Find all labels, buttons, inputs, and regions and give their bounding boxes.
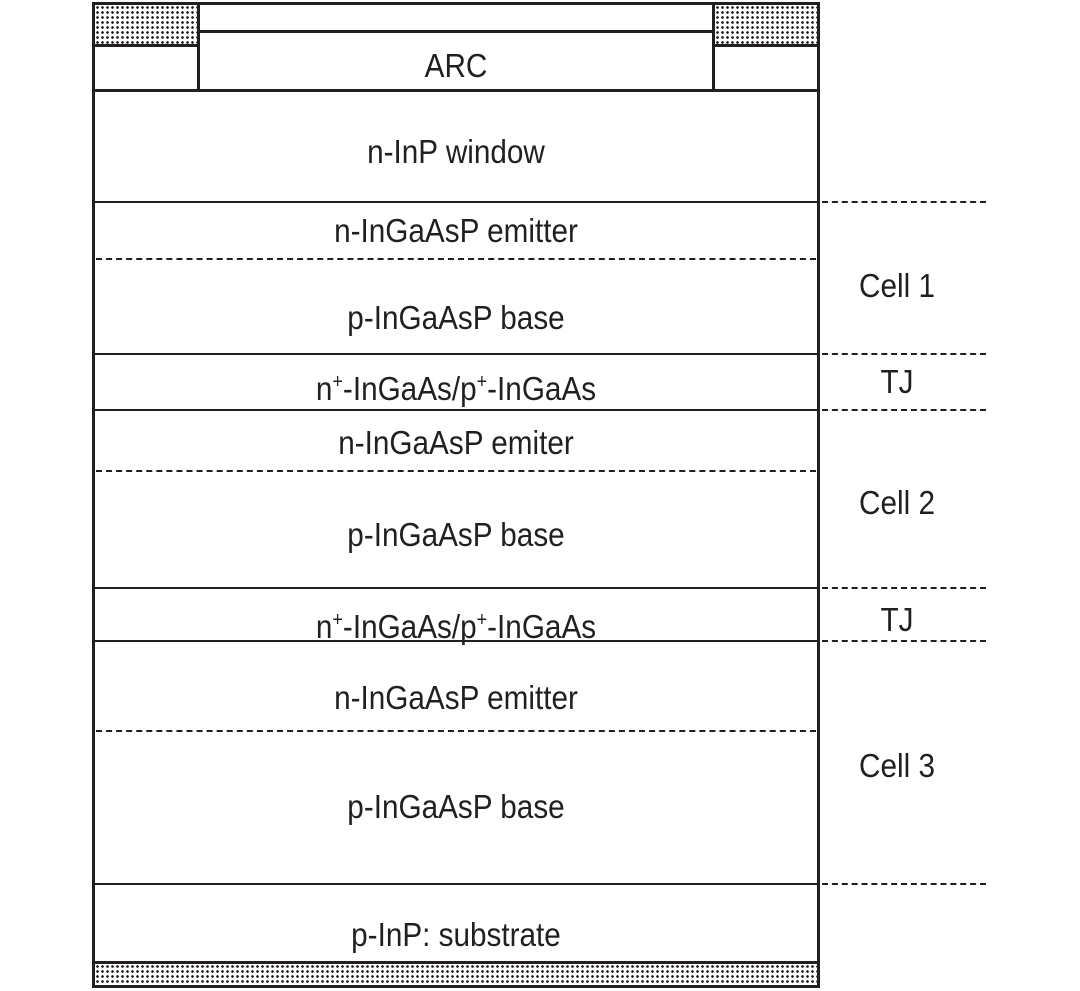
tj1-n: n bbox=[315, 370, 333, 407]
tj1-end: -InGaAs bbox=[487, 370, 597, 407]
cell1-emitter-label: n-InGaAsP emitter bbox=[334, 212, 578, 249]
tj2-group-label: TJ bbox=[880, 601, 914, 638]
cell1-group-label: Cell 1 bbox=[859, 267, 935, 304]
tj1-label: n+-InGaAs/p+-InGaAs bbox=[130, 362, 782, 409]
layer-boundary bbox=[94, 353, 818, 355]
group-divider bbox=[822, 587, 986, 589]
cell1-base-label: p-InGaAsP base bbox=[347, 299, 565, 336]
tj1-plus2: + bbox=[476, 371, 488, 393]
cell3-emitter-label: n-InGaAsP emitter bbox=[334, 679, 578, 716]
cell3-group-label: Cell 3 bbox=[859, 747, 935, 784]
layer-boundary bbox=[94, 640, 818, 642]
cell2-group-label: Cell 2 bbox=[859, 484, 935, 521]
group-divider bbox=[822, 409, 986, 411]
cell3-base-label: p-InGaAsP base bbox=[347, 788, 565, 825]
tj2-label: n+-InGaAs/p+-InGaAs bbox=[130, 600, 782, 647]
junction-boundary bbox=[96, 470, 816, 472]
group-divider bbox=[822, 883, 986, 885]
top-contact-right bbox=[712, 2, 820, 47]
window-label: n-InP window bbox=[367, 133, 545, 170]
tj2-end: -InGaAs bbox=[487, 608, 597, 645]
tj2-plus2: + bbox=[476, 609, 488, 631]
tj1-plus: + bbox=[332, 371, 343, 393]
layer-boundary bbox=[94, 89, 818, 92]
layer-boundary bbox=[94, 201, 818, 203]
tj2-n: n bbox=[315, 608, 333, 645]
cell2-base-label: p-InGaAsP base bbox=[347, 516, 565, 553]
tj2-mid: -InGaAs/p bbox=[342, 608, 477, 645]
top-contact-left bbox=[92, 2, 200, 47]
bottom-contact bbox=[92, 961, 820, 988]
tj1-group-label: TJ bbox=[880, 363, 914, 400]
group-divider bbox=[822, 353, 986, 355]
junction-boundary bbox=[96, 730, 816, 732]
layer-boundary bbox=[94, 587, 818, 589]
tj1-mid: -InGaAs/p bbox=[342, 370, 477, 407]
group-divider bbox=[822, 640, 986, 642]
cell2-emitter-label: n-InGaAsP emiter bbox=[338, 424, 574, 461]
group-divider bbox=[822, 201, 986, 203]
junction-boundary bbox=[96, 258, 816, 260]
layer-boundary bbox=[94, 409, 818, 411]
arc-label: ARC bbox=[424, 47, 488, 84]
tj2-plus: + bbox=[332, 609, 343, 631]
substrate-label: p-InP: substrate bbox=[351, 916, 561, 953]
layer-boundary bbox=[94, 883, 818, 885]
